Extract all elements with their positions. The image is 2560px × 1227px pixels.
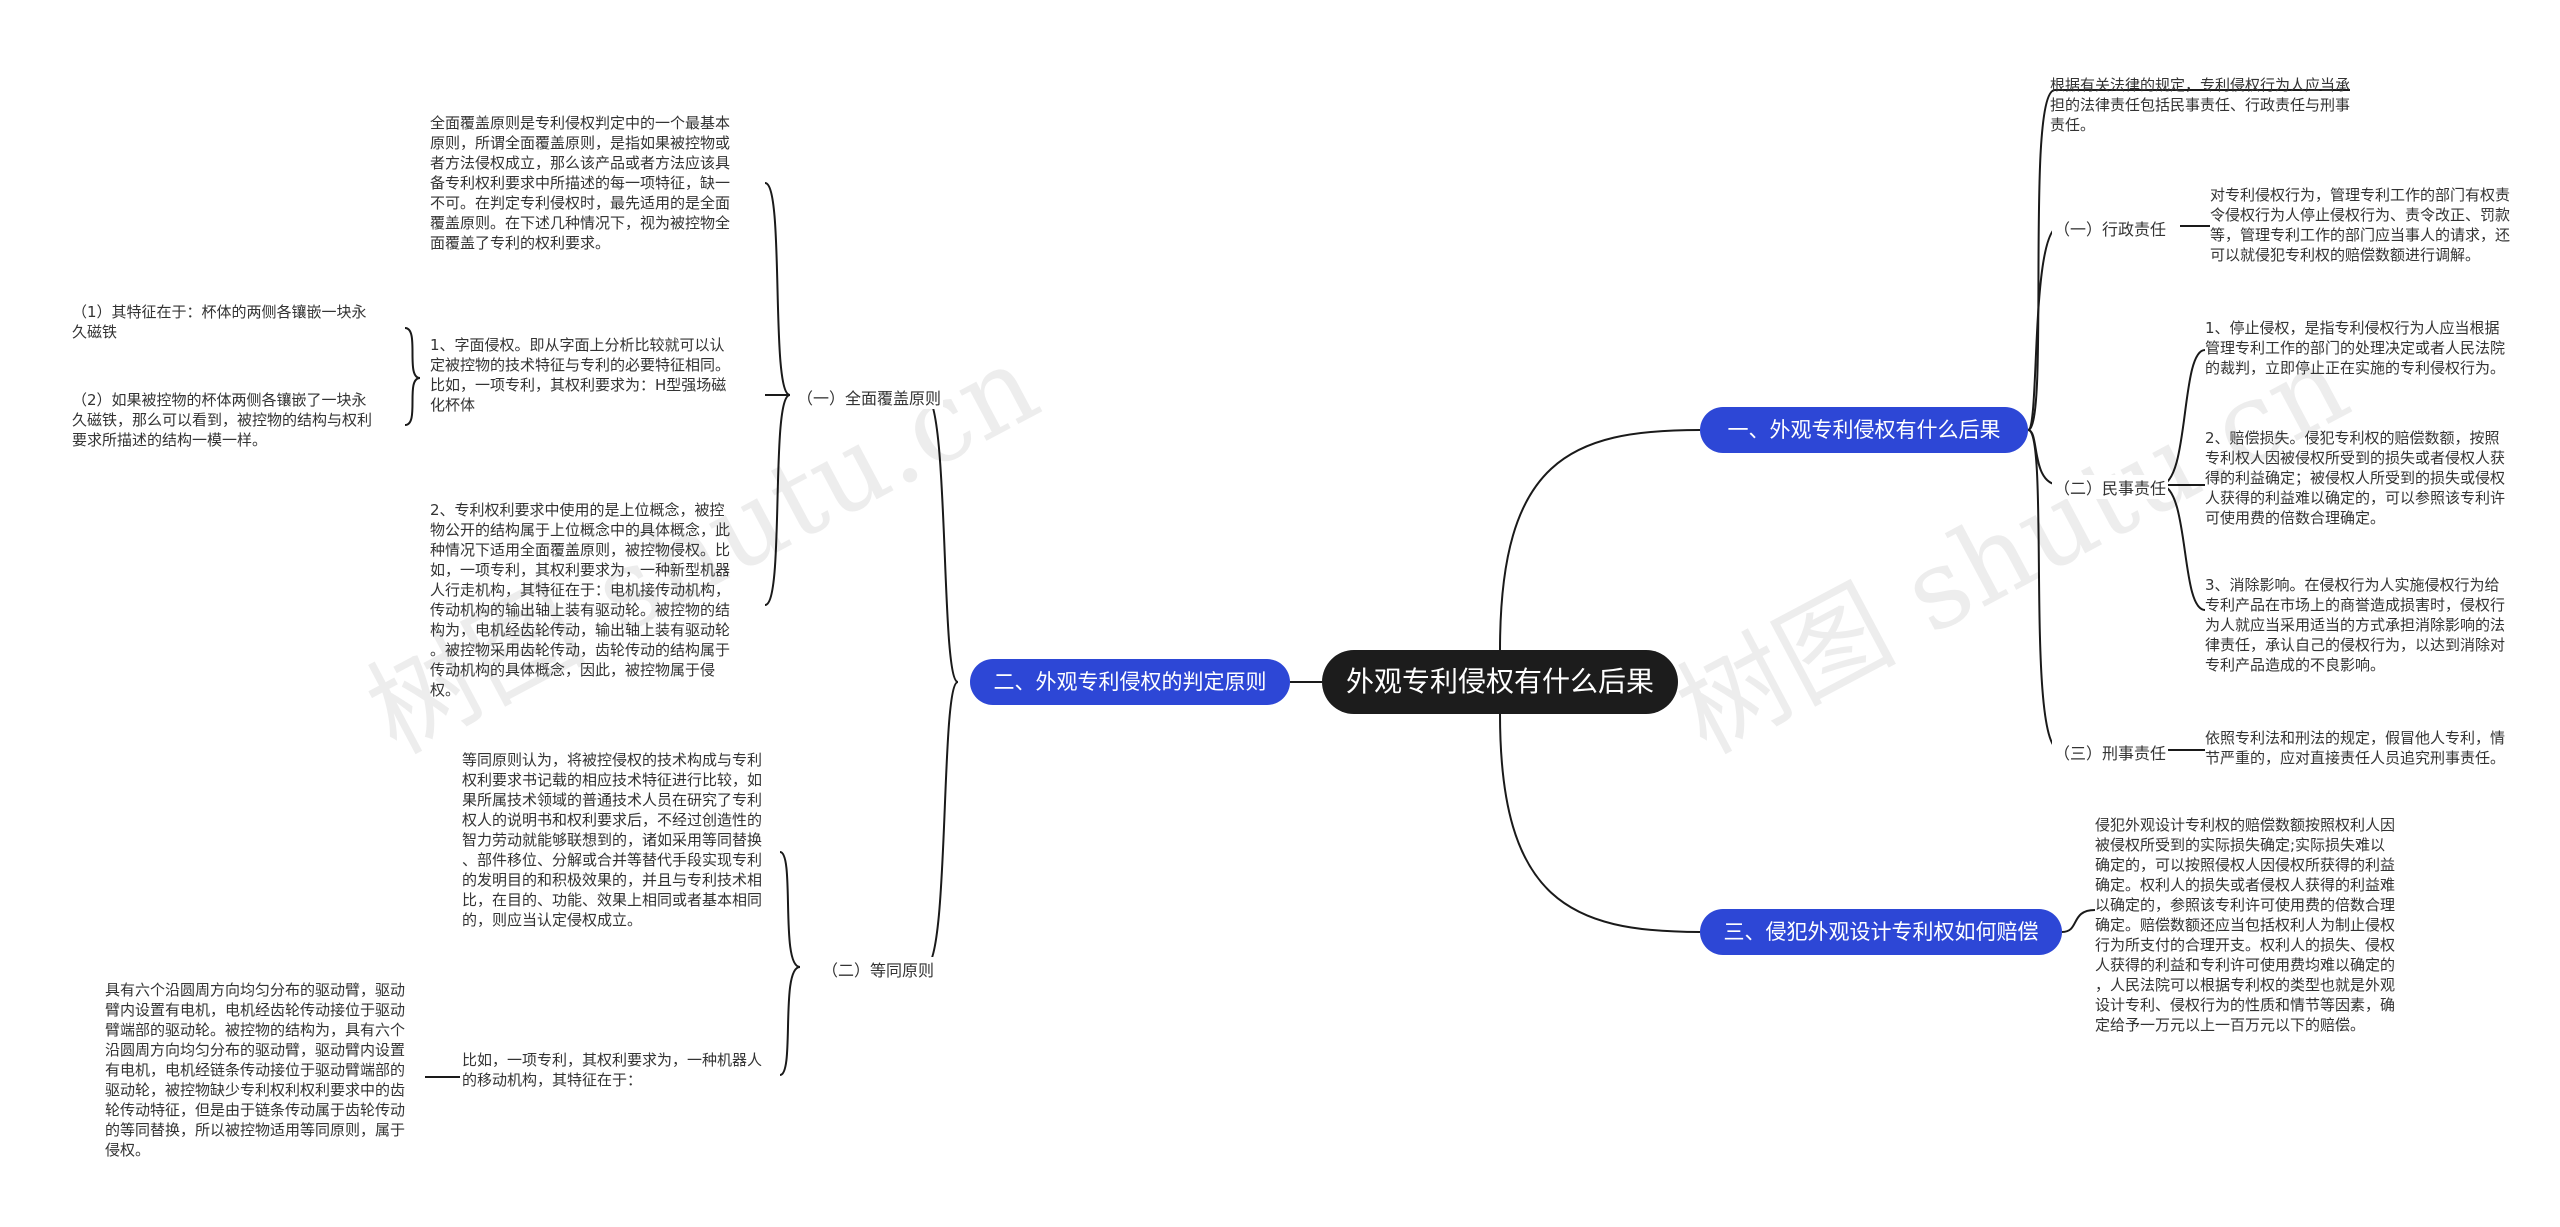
civil-liability-label[interactable]: （二）民事责任 — [2052, 475, 2169, 499]
criminal-liability-label[interactable]: （三）刑事责任 — [2052, 740, 2169, 764]
civil-item-3: 3、消除影响。在侵权行为人实施侵权行为给 专利产品在市场上的商誉造成损害时，侵权… — [2205, 576, 2506, 674]
equivalence-label[interactable]: （二）等同原则 — [820, 957, 937, 981]
admin-liability-label[interactable]: （一）行政责任 — [2052, 216, 2169, 240]
full-coverage-intro: 全面覆盖原则是专利侵权判定中的一个最基本 原则，所谓全面覆盖原则，是指如果被控物… — [430, 114, 731, 252]
literal-sub-1: （1）其特征在于：杯体的两侧各镶嵌一块永 久磁铁 — [72, 303, 367, 341]
consequences-intro: 根据有关法律的规定，专利侵权行为人应当承 担的法律责任包括民事责任、行政责任与刑… — [2050, 76, 2351, 134]
equivalence-detail: 具有六个沿圆周方向均匀分布的驱动臂，驱动 臂内设置有电机，电机经齿轮传动接位于驱… — [105, 981, 406, 1159]
civil-item-1: 1、停止侵权，是指专利侵权行为人应当根据 管理专利工作的部门的处理决定或者人民法… — [2205, 319, 2506, 377]
branch-compensation[interactable]: 三、侵犯外观设计专利权如何赔偿 — [1700, 909, 2062, 955]
civil-item-2: 2、赔偿损失。侵犯专利权的赔偿数额，按照 专利权人因被侵权所受到的损失或者侵权人… — [2205, 429, 2506, 527]
branch-judgment-principles[interactable]: 二、外观专利侵权的判定原则 — [970, 659, 1290, 705]
admin-liability-text: 对专利侵权行为，管理专利工作的部门有权责 令侵权行为人停止侵权行为、责令改正、罚… — [2210, 186, 2511, 264]
full-coverage-label[interactable]: （一）全面覆盖原则 — [795, 385, 944, 409]
equivalence-example: 比如，一项专利，其权利要求为，一种机器人 的移动机构，其特征在于： — [462, 1051, 763, 1089]
equivalence-intro: 等同原则认为，将被控侵权的技术构成与专利 权利要求书记载的相应技术特征进行比较，… — [462, 751, 763, 929]
branch-consequences[interactable]: 一、外观专利侵权有什么后果 — [1700, 407, 2028, 453]
literal-infringement-text: 1、字面侵权。即从字面上分析比较就可以认 定被控物的技术特征与专利的必要特征相同… — [430, 336, 731, 414]
criminal-liability-text: 依照专利法和刑法的规定，假冒他人专利，情 节严重的，应对直接责任人员追究刑事责任… — [2205, 729, 2506, 767]
compensation-text: 侵犯外观设计专利权的赔偿数额按照权利人因 被侵权所受到的实际损失确定;实际损失难… — [2095, 816, 2396, 1034]
literal-sub-2: （2）如果被控物的杯体两侧各镶嵌了一块永 久磁铁，那么可以看到，被控物的结构与权… — [72, 391, 373, 449]
generic-concept-text: 2、专利权利要求中使用的是上位概念，被控 物公开的结构属于上位概念中的具体概念，… — [430, 501, 731, 699]
root-node[interactable]: 外观专利侵权有什么后果 — [1322, 650, 1678, 714]
